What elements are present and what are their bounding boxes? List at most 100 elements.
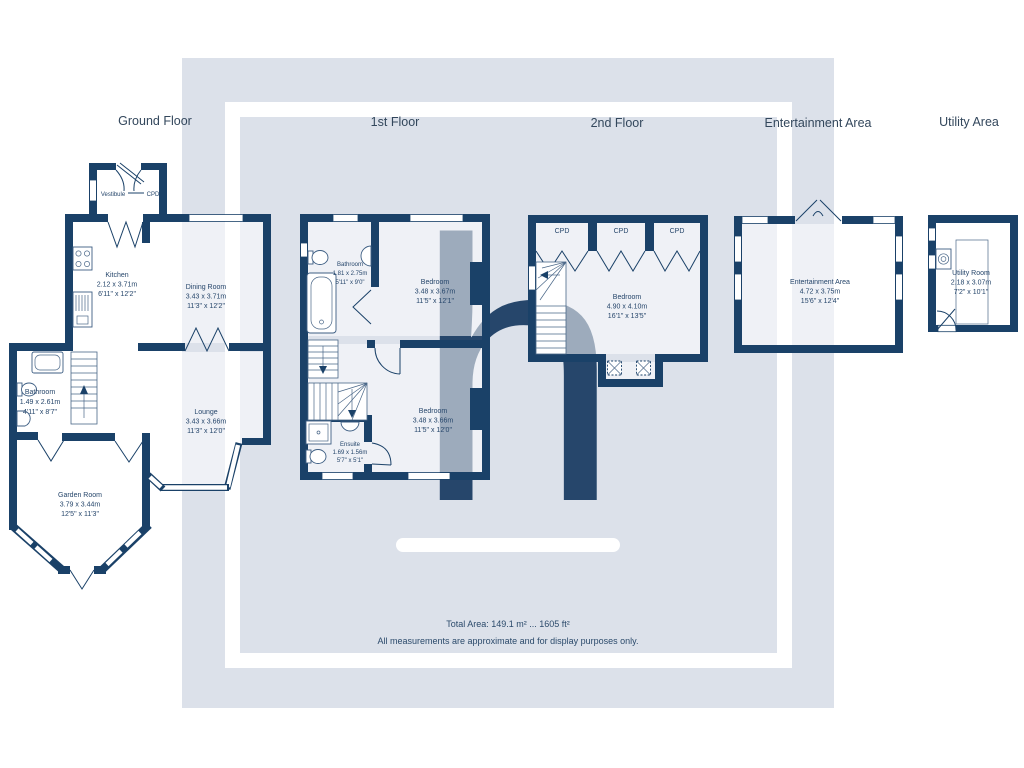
- title-second-floor: 2nd Floor: [590, 116, 644, 130]
- utility-dims-ft: 7'2" x 10'1": [954, 289, 989, 296]
- total-area-text: Total Area: 149.1 m² ... 1605 ft²: [446, 619, 570, 629]
- garden-room-bay: [9, 522, 152, 590]
- ground-floor-labels: Vestibule CPD Kitchen 2.12 x 3.71m 6'11"…: [20, 192, 227, 518]
- ent-window: [734, 235, 742, 263]
- bedroom2-dims-m: 3.48 x 3.66m: [413, 418, 454, 425]
- stairs-down-arrow: [348, 410, 356, 418]
- toilet-icon: [21, 382, 37, 397]
- kitchen-door-swing: [107, 220, 144, 249]
- basin-icon: [340, 421, 360, 432]
- second-floor-plan: CPD CPD CPD Bedroom 4.90 x 4.10m 16'1" x…: [528, 215, 708, 387]
- utility-labels: Utility Room 2.18 x 3.07m 7'2" x 10'1": [951, 270, 992, 296]
- washer-icon: [935, 248, 952, 270]
- bathtub-icon: [306, 272, 337, 334]
- bedroom2-dims-ft: 11'5" x 12'0": [414, 427, 452, 434]
- background-card: [182, 58, 834, 708]
- bedroom1-dims-m: 3.48 x 3.67m: [415, 289, 456, 296]
- room-label-lounge: Lounge: [194, 409, 217, 416]
- lounge-bay-window: [145, 438, 271, 492]
- first-floor-stairs: [307, 339, 368, 421]
- sink-unit-icon: [72, 291, 93, 328]
- bedroom1-dims-ft: 11'5" x 12'1": [416, 298, 454, 305]
- room-label-f1-bathroom: Bathroom: [337, 262, 363, 268]
- f2-stairs-window: [528, 265, 536, 291]
- f1-bedroom2-window: [407, 472, 451, 480]
- dining-dims-ft: 11'3" x 12'2": [187, 303, 225, 310]
- room-label-ensuite: Ensuite: [340, 442, 361, 448]
- room-label-cpd: CPD: [147, 192, 160, 198]
- chimney-breast: [470, 388, 482, 430]
- gf-bathroom-fixtures: [16, 351, 64, 427]
- title-utility-area: Utility Area: [939, 115, 999, 129]
- f1-bedroom2-door: [374, 347, 401, 375]
- entertainment-walls: [734, 199, 903, 353]
- ensuite-fixtures: [305, 420, 360, 464]
- first-floor-rooms: [308, 222, 482, 472]
- room-label-dining: Dining Room: [186, 284, 227, 291]
- room-label-bedroom1: Bedroom: [421, 279, 450, 286]
- f1-bathroom-dims-m: 1.81 x 2.75m: [333, 271, 368, 277]
- kitchen-dims-ft: 6'11" x 12'2": [98, 291, 136, 298]
- entertainment-area-plan: Entertainment Area 4.72 x 3.75m 15'6" x …: [734, 199, 903, 353]
- closet-label-cpd2: CPD: [614, 228, 629, 235]
- lounge-dims-ft: 11'3" x 12'0": [187, 428, 225, 435]
- ent-window: [734, 273, 742, 301]
- entertainment-dims-ft: 15'6" x 12'4": [801, 298, 840, 305]
- chimney-breast: [470, 262, 482, 305]
- room-label-garden: Garden Room: [58, 492, 102, 499]
- room-label-entertainment: Entertainment Area: [790, 279, 850, 286]
- f1-bathroom-door-swing: [352, 289, 372, 325]
- basin-icon: [360, 245, 372, 267]
- ent-window: [895, 273, 903, 301]
- bathroom-door-swing: [37, 439, 65, 462]
- vestibule-door-swing: [115, 169, 142, 192]
- garden-dims-ft: 12'5" x 11'3": [61, 511, 99, 518]
- f1-bathroom-window: [332, 214, 359, 222]
- toilet-icon: [311, 250, 329, 265]
- ground-floor-rooms: [17, 170, 263, 571]
- entertainment-dims-m: 4.72 x 3.75m: [800, 289, 841, 296]
- closet-label-cpd3: CPD: [670, 228, 685, 235]
- title-first-floor: 1st Floor: [370, 115, 420, 129]
- gf-bathroom-dims-ft: 4'11" x 8'7": [23, 409, 57, 416]
- dining-dims-m: 3.43 x 3.71m: [186, 294, 227, 301]
- utility-walls: [928, 215, 1018, 333]
- garden-dims-m: 3.79 x 3.44m: [60, 502, 101, 509]
- counter-unit: [955, 239, 989, 325]
- room-label-f2-bedroom: Bedroom: [613, 294, 642, 301]
- toilet-icon: [309, 449, 327, 464]
- stove-icon: [72, 246, 93, 271]
- room-label-utility: Utility Room: [952, 270, 990, 277]
- f2-bedroom-dims-ft: 16'1" x 13'5": [608, 313, 647, 320]
- utility-window: [928, 227, 936, 242]
- disclaimer-text: All measurements are approximate and for…: [377, 636, 639, 646]
- gf-bathroom-dims-m: 1.49 x 2.61m: [20, 399, 61, 406]
- scale-bar: [396, 538, 620, 552]
- vestibule-window: [89, 179, 97, 202]
- closet-label-cpd1: CPD: [555, 228, 570, 235]
- first-floor-plan: Bathroom 1.81 x 2.75m 5'11" x 9'0" Bedro…: [300, 214, 490, 480]
- second-floor-walls: [528, 215, 708, 387]
- f2-bedroom-dims-m: 4.90 x 4.10m: [607, 304, 648, 311]
- cpd2-doors: [596, 250, 646, 272]
- entertainment-room: [742, 224, 895, 345]
- ground-floor-plan: Vestibule CPD Kitchen 2.12 x 3.71m 6'11"…: [9, 162, 271, 590]
- ent-window: [741, 216, 769, 224]
- dining-lounge-doors: [184, 326, 230, 353]
- room-label-bedroom2: Bedroom: [419, 408, 448, 415]
- title-entertainment-area: Entertainment Area: [764, 116, 872, 130]
- dining-window: [188, 214, 244, 222]
- double-entry-doors: [795, 199, 842, 222]
- title-ground-floor: Ground Floor: [118, 114, 192, 128]
- f1-bathroom-fixtures: [306, 245, 372, 334]
- utility-window: [928, 254, 936, 270]
- room-label-vestibule: Vestibule: [101, 192, 126, 198]
- garden-exit-door-swing: [69, 569, 95, 590]
- bathtub-icon: [31, 351, 64, 374]
- stairs-down-arrow: [319, 366, 327, 374]
- first-floor-labels: Bathroom 1.81 x 2.75m 5'11" x 9'0" Bedro…: [333, 262, 456, 464]
- cpd3-doors: [653, 250, 701, 273]
- ensuite-door-swing: [371, 442, 392, 466]
- ground-floor-walls: [9, 162, 271, 590]
